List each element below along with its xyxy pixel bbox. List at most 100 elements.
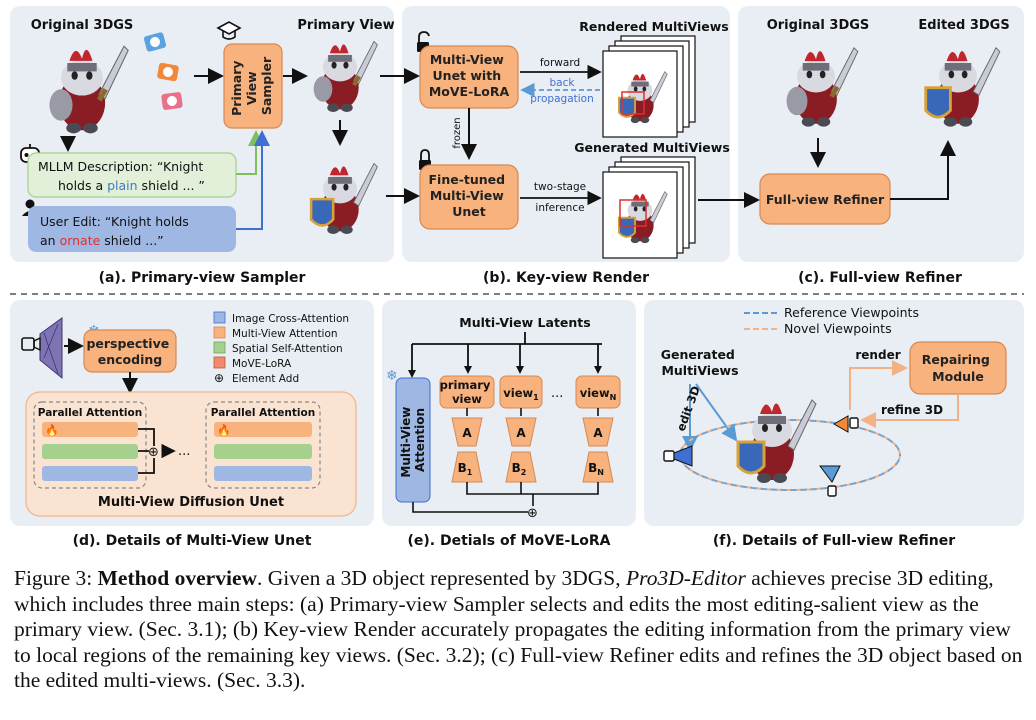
add-icon-e: ⊕ bbox=[527, 506, 538, 521]
lora-a-label-2: A bbox=[516, 426, 526, 440]
caption-part-2: achieves precise 3D editing, which inclu… bbox=[14, 566, 1023, 692]
frozen-label: frozen bbox=[452, 117, 463, 148]
legend: Image Cross-Attention Multi-View Attenti… bbox=[213, 311, 349, 385]
rendered-multiviews-label: Rendered MultiViews bbox=[579, 19, 728, 34]
lora-b-2 bbox=[505, 451, 537, 483]
generated-multiviews-label-f: Generated MultiViews bbox=[661, 347, 739, 378]
camera-icon-orange bbox=[157, 62, 179, 82]
legend-spatial-self-attention: Spatial Self-Attention bbox=[232, 343, 343, 355]
propagation-label: propagation bbox=[530, 93, 594, 105]
sampler-label-line2: View bbox=[244, 71, 259, 105]
cross-attn-block-1 bbox=[42, 466, 138, 481]
camera-frustum-icon bbox=[21, 317, 63, 380]
sampler-label-line1: Primary bbox=[229, 60, 244, 115]
multiview-latents-label: Multi-View Latents bbox=[459, 315, 590, 330]
primary-view-sampler-box bbox=[223, 43, 283, 129]
two-stage-label: two-stage bbox=[534, 181, 586, 193]
refine-3d-arrow bbox=[860, 394, 959, 428]
mllm-description-line1: MLLM Description: “Knight bbox=[38, 159, 203, 174]
fire-icon-2: 🔥 bbox=[217, 424, 231, 437]
panel-d-title: (d). Details of Multi-View Unet bbox=[73, 533, 312, 549]
lora-b-1 bbox=[451, 451, 483, 483]
camera-icon-right bbox=[832, 415, 859, 433]
lora-a-2 bbox=[505, 417, 537, 447]
fire-icon-1: 🔥 bbox=[45, 424, 59, 437]
reference-viewpoints-label: Reference Viewpoints bbox=[784, 305, 919, 320]
caption-bold-title: Method overview bbox=[97, 566, 258, 590]
rendered-multiviews-stack bbox=[602, 35, 696, 138]
caption-figure-number: Figure 3: bbox=[14, 566, 98, 590]
panel-e-title: (e). Detials of MoVE-LoRA bbox=[407, 533, 610, 549]
full-view-refiner-label: Full-view Refiner bbox=[766, 192, 885, 207]
viewN-latent-label: viewN bbox=[580, 386, 617, 402]
snowflake-icon-e: ❄ bbox=[386, 368, 398, 384]
primary-view-latent-label: primary view bbox=[440, 378, 495, 406]
original-3dgs-label: Original 3DGS bbox=[31, 18, 134, 33]
refine-3d-label: refine 3D bbox=[881, 403, 943, 417]
diffusion-unet-label: Multi-View Diffusion Unet bbox=[98, 495, 284, 510]
user-edit-line2: an ornate shield ...” bbox=[40, 233, 164, 248]
panel-c-title: (c). Full-view Refiner bbox=[798, 270, 962, 286]
edit-3d-arrow-2 bbox=[695, 383, 738, 442]
view1-latent-label: view1 bbox=[503, 386, 539, 402]
user-edit-box bbox=[28, 206, 236, 252]
render-arrow bbox=[849, 360, 908, 410]
caption-method-name: Pro3D-Editor bbox=[626, 566, 746, 590]
lora-b-3 bbox=[582, 451, 614, 483]
movelora-block-2 bbox=[214, 422, 312, 437]
repairing-module-box bbox=[909, 341, 1007, 395]
reference-viewpoint-orbit bbox=[679, 419, 901, 491]
parallel-attention-group-2 bbox=[205, 401, 321, 489]
forward-label: forward bbox=[540, 57, 580, 69]
sampler-label: Primary View Sampler bbox=[229, 56, 274, 116]
arrow-refiner-to-edited bbox=[890, 140, 956, 200]
original-3dgs-label-c: Original 3DGS bbox=[767, 18, 870, 33]
movelora-block-1 bbox=[42, 422, 138, 437]
parallel-attention-label-2: Parallel Attention bbox=[211, 407, 315, 419]
legend-swatch-spatial-self-attention bbox=[213, 341, 226, 354]
legend-swatch-movelora bbox=[213, 356, 226, 369]
generated-multiviews-stack bbox=[602, 156, 696, 259]
finetuned-unet-box bbox=[419, 164, 519, 230]
inference-label: inference bbox=[535, 202, 584, 214]
mllm-description-line2: holds a plain shield ... ” bbox=[58, 178, 205, 193]
lora-a-3 bbox=[582, 417, 614, 447]
spatial-attn-block-1 bbox=[42, 444, 138, 459]
panel-f-title: (f). Details of Full-view Refiner bbox=[713, 533, 955, 549]
graduation-cap-icon bbox=[216, 21, 242, 40]
user-to-sampler-arrow bbox=[236, 130, 270, 230]
render-label: render bbox=[855, 348, 900, 362]
legend-movelora: MoVE-LoRA bbox=[232, 358, 292, 370]
ellipsis-e: ... bbox=[551, 386, 563, 401]
lora-a-label-3: A bbox=[593, 426, 603, 440]
lora-b-label-2: B2 bbox=[512, 461, 527, 477]
repairing-module-label: Repairing Module bbox=[922, 352, 994, 384]
method-diagram: Original 3DGS Primary View Sampler Prima… bbox=[10, 6, 1024, 549]
camera-icon-pink bbox=[161, 92, 183, 110]
generated-multiviews-label: Generated MultiViews bbox=[574, 140, 730, 155]
spatial-attn-block-2 bbox=[214, 444, 312, 459]
cross-attn-block-2 bbox=[214, 466, 312, 481]
residual-lines bbox=[138, 428, 155, 474]
legend-image-cross-attention: Image Cross-Attention bbox=[232, 313, 349, 325]
plain-word: plain bbox=[107, 178, 137, 193]
legend-element-add: Element Add bbox=[232, 373, 299, 385]
figure-caption: Figure 3: Method overview. Given a 3D ob… bbox=[14, 566, 1024, 694]
multiview-attention-label: Multi-View Attention bbox=[399, 402, 427, 477]
panel-a-title: (a). Primary-view Sampler bbox=[99, 270, 306, 286]
lora-merge-lines bbox=[412, 482, 599, 513]
unet-box-label: Multi-View Unet with MoVE-LoRA bbox=[429, 52, 510, 99]
caption-part-1: . Given a 3D object represented by 3DGS, bbox=[257, 566, 627, 590]
mllm-to-sampler-arrow bbox=[236, 130, 264, 175]
ellipsis-d: ... bbox=[178, 444, 190, 459]
legend-swatch-image-cross-attention bbox=[213, 311, 226, 324]
lora-b-label-1: B1 bbox=[458, 461, 473, 477]
parallel-attention-group-1 bbox=[33, 401, 147, 489]
sampler-label-line3: Sampler bbox=[259, 56, 274, 115]
back-label: back bbox=[550, 77, 576, 89]
edited-3dgs-label: Edited 3DGS bbox=[918, 18, 1009, 33]
user-edit-line1: User Edit: “Knight holds bbox=[40, 214, 189, 229]
novel-viewpoints-label: Novel Viewpoints bbox=[784, 321, 892, 336]
ornate-word: ornate bbox=[60, 233, 101, 248]
finetuned-box-label: Fine-tuned Multi-View Unet bbox=[429, 172, 510, 219]
